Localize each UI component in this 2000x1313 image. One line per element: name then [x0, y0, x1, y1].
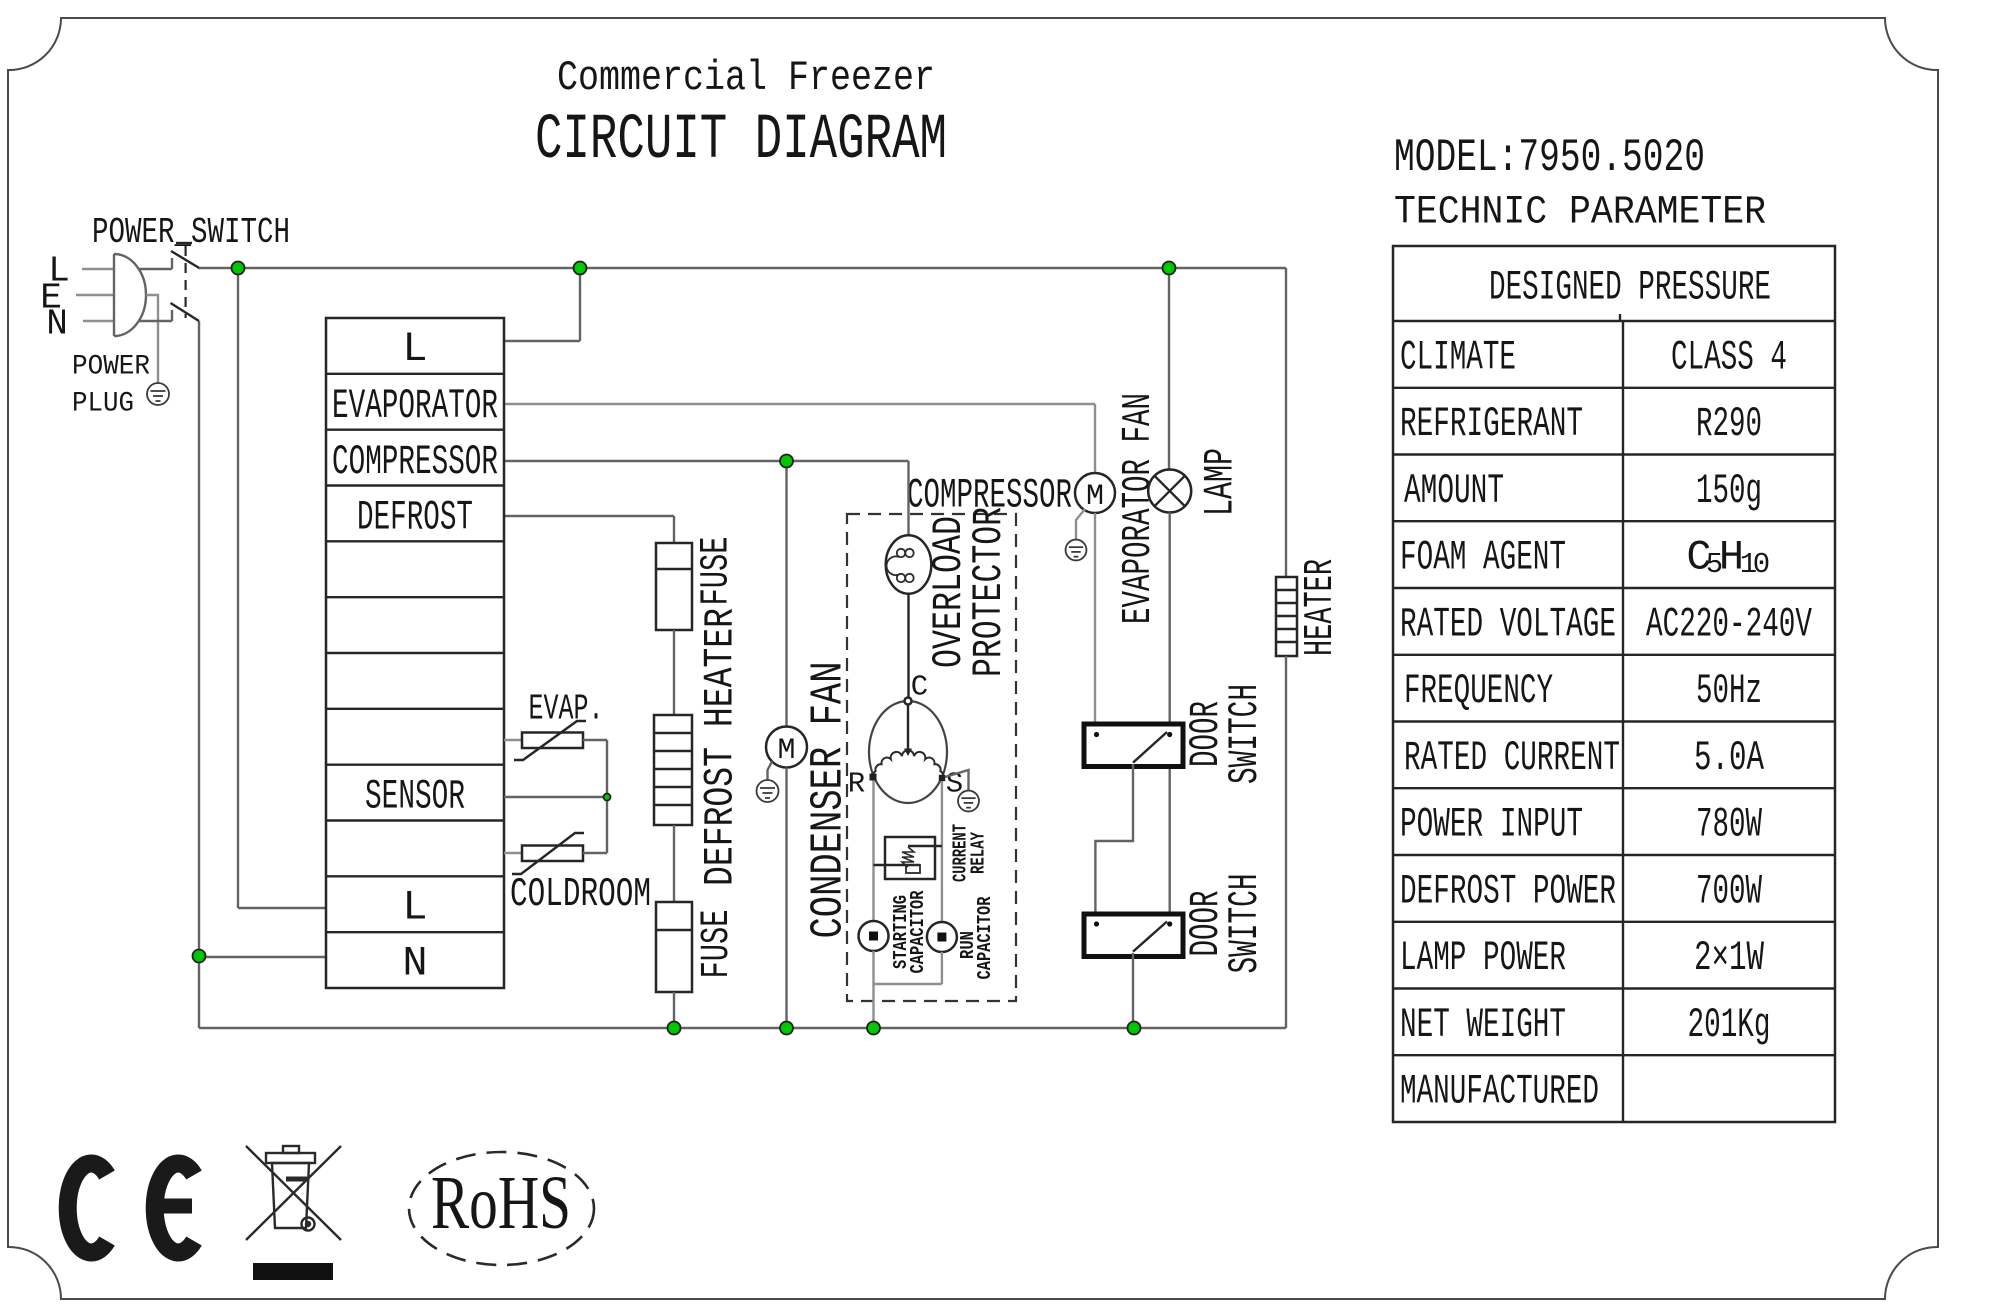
svg-text:REFRIGERANT: REFRIGERANT	[1400, 400, 1583, 448]
svg-text:DEFROST: DEFROST	[357, 494, 473, 542]
svg-text:201Kg: 201Kg	[1688, 1001, 1771, 1049]
svg-text:MANUFACTURED: MANUFACTURED	[1400, 1068, 1599, 1116]
svg-text:1: 1	[1740, 548, 1757, 581]
svg-text:R: R	[848, 768, 865, 801]
svg-text:SWITCH: SWITCH	[1221, 874, 1269, 974]
svg-text:PROTECTOR: PROTECTOR	[965, 507, 1013, 677]
svg-text:LAMP: LAMP	[1197, 448, 1245, 516]
svg-text:POWER: POWER	[72, 352, 150, 383]
svg-text:FUSE: FUSE	[695, 910, 740, 979]
svg-text:50Hz: 50Hz	[1696, 667, 1762, 715]
svg-text:COLDROOM: COLDROOM	[510, 872, 651, 918]
svg-text:R290: R290	[1696, 400, 1762, 448]
svg-text:CIRCUIT DIAGRAM: CIRCUIT DIAGRAM	[535, 105, 947, 177]
svg-text:OVERLOAD: OVERLOAD	[925, 516, 973, 668]
svg-text:N: N	[46, 304, 68, 345]
svg-text:DEFROST HEATER: DEFROST HEATER	[697, 608, 745, 886]
svg-text:E: E	[40, 278, 62, 319]
svg-text:EVAP.: EVAP.	[529, 689, 604, 730]
svg-text:RoHS: RoHS	[431, 1161, 571, 1245]
svg-text:CAPACITOR: CAPACITOR	[974, 896, 996, 979]
svg-text:DOOR: DOOR	[1182, 891, 1230, 957]
svg-text:C: C	[911, 671, 928, 704]
svg-text:C: C	[1686, 534, 1711, 582]
svg-text:L: L	[402, 325, 427, 373]
svg-text:5: 5	[1706, 548, 1723, 581]
svg-text:EVAPORATOR: EVAPORATOR	[332, 382, 498, 430]
svg-text:SWITCH: SWITCH	[1221, 684, 1269, 784]
svg-text:RUN: RUN	[957, 931, 979, 959]
svg-text:LAMP POWER: LAMP POWER	[1400, 934, 1566, 982]
svg-text:N: N	[402, 940, 427, 988]
svg-text:CLIMATE: CLIMATE	[1400, 333, 1516, 381]
svg-text:COMPRESSOR: COMPRESSOR	[332, 438, 498, 486]
svg-text:NET WEIGHT: NET WEIGHT	[1400, 1001, 1566, 1049]
svg-text:PLUG: PLUG	[72, 389, 134, 420]
svg-text:COMPRESSOR: COMPRESSOR	[907, 472, 1072, 520]
svg-text:POWER_SWITCH: POWER_SWITCH	[92, 212, 290, 253]
svg-text:AMOUNT: AMOUNT	[1404, 467, 1504, 515]
svg-text:150g: 150g	[1696, 467, 1762, 515]
svg-text:5.0A: 5.0A	[1694, 734, 1765, 782]
svg-text:DESIGNED PRESSURE: DESIGNED PRESSURE	[1489, 264, 1771, 312]
svg-text:Commercial Freezer: Commercial Freezer	[557, 54, 935, 102]
svg-text:FOAM AGENT: FOAM AGENT	[1400, 534, 1566, 582]
svg-text:CLASS 4: CLASS 4	[1671, 333, 1787, 381]
svg-text:RATED VOLTAGE: RATED VOLTAGE	[1400, 600, 1616, 648]
svg-text:SENSOR: SENSOR	[365, 773, 465, 821]
svg-text:M: M	[777, 734, 795, 768]
svg-text:M: M	[1086, 480, 1104, 514]
svg-text:RATED CURRENT: RATED CURRENT	[1404, 734, 1620, 782]
svg-text:L: L	[402, 884, 427, 932]
svg-text:CAPACITOR: CAPACITOR	[907, 890, 929, 973]
svg-text:DEFROST POWER: DEFROST POWER	[1400, 867, 1616, 915]
svg-text:HEATER: HEATER	[1298, 559, 1344, 656]
svg-text:EVAPORATOR FAN: EVAPORATOR FAN	[1116, 393, 1162, 624]
svg-text:H: H	[1719, 534, 1744, 582]
svg-text:700W: 700W	[1696, 867, 1763, 915]
svg-text:DOOR: DOOR	[1182, 701, 1230, 767]
svg-text:FUSE: FUSE	[695, 537, 740, 606]
svg-text:L: L	[48, 251, 70, 292]
svg-text:FREQUENCY: FREQUENCY	[1404, 667, 1553, 715]
svg-text:0: 0	[1753, 548, 1770, 581]
svg-text:CURRENT: CURRENT	[950, 824, 972, 882]
svg-text:RELAY: RELAY	[968, 832, 990, 874]
svg-text:2×1W: 2×1W	[1694, 934, 1765, 982]
svg-text:780W: 780W	[1696, 801, 1763, 849]
svg-text:MODEL:7950.5020: MODEL:7950.5020	[1394, 132, 1705, 184]
svg-text:AC220-240V: AC220-240V	[1646, 600, 1812, 648]
svg-text:POWER INPUT: POWER INPUT	[1400, 801, 1583, 849]
svg-text:STARTING: STARTING	[890, 895, 912, 969]
svg-text:TECHNIC PARAMETER: TECHNIC PARAMETER	[1394, 191, 1766, 236]
